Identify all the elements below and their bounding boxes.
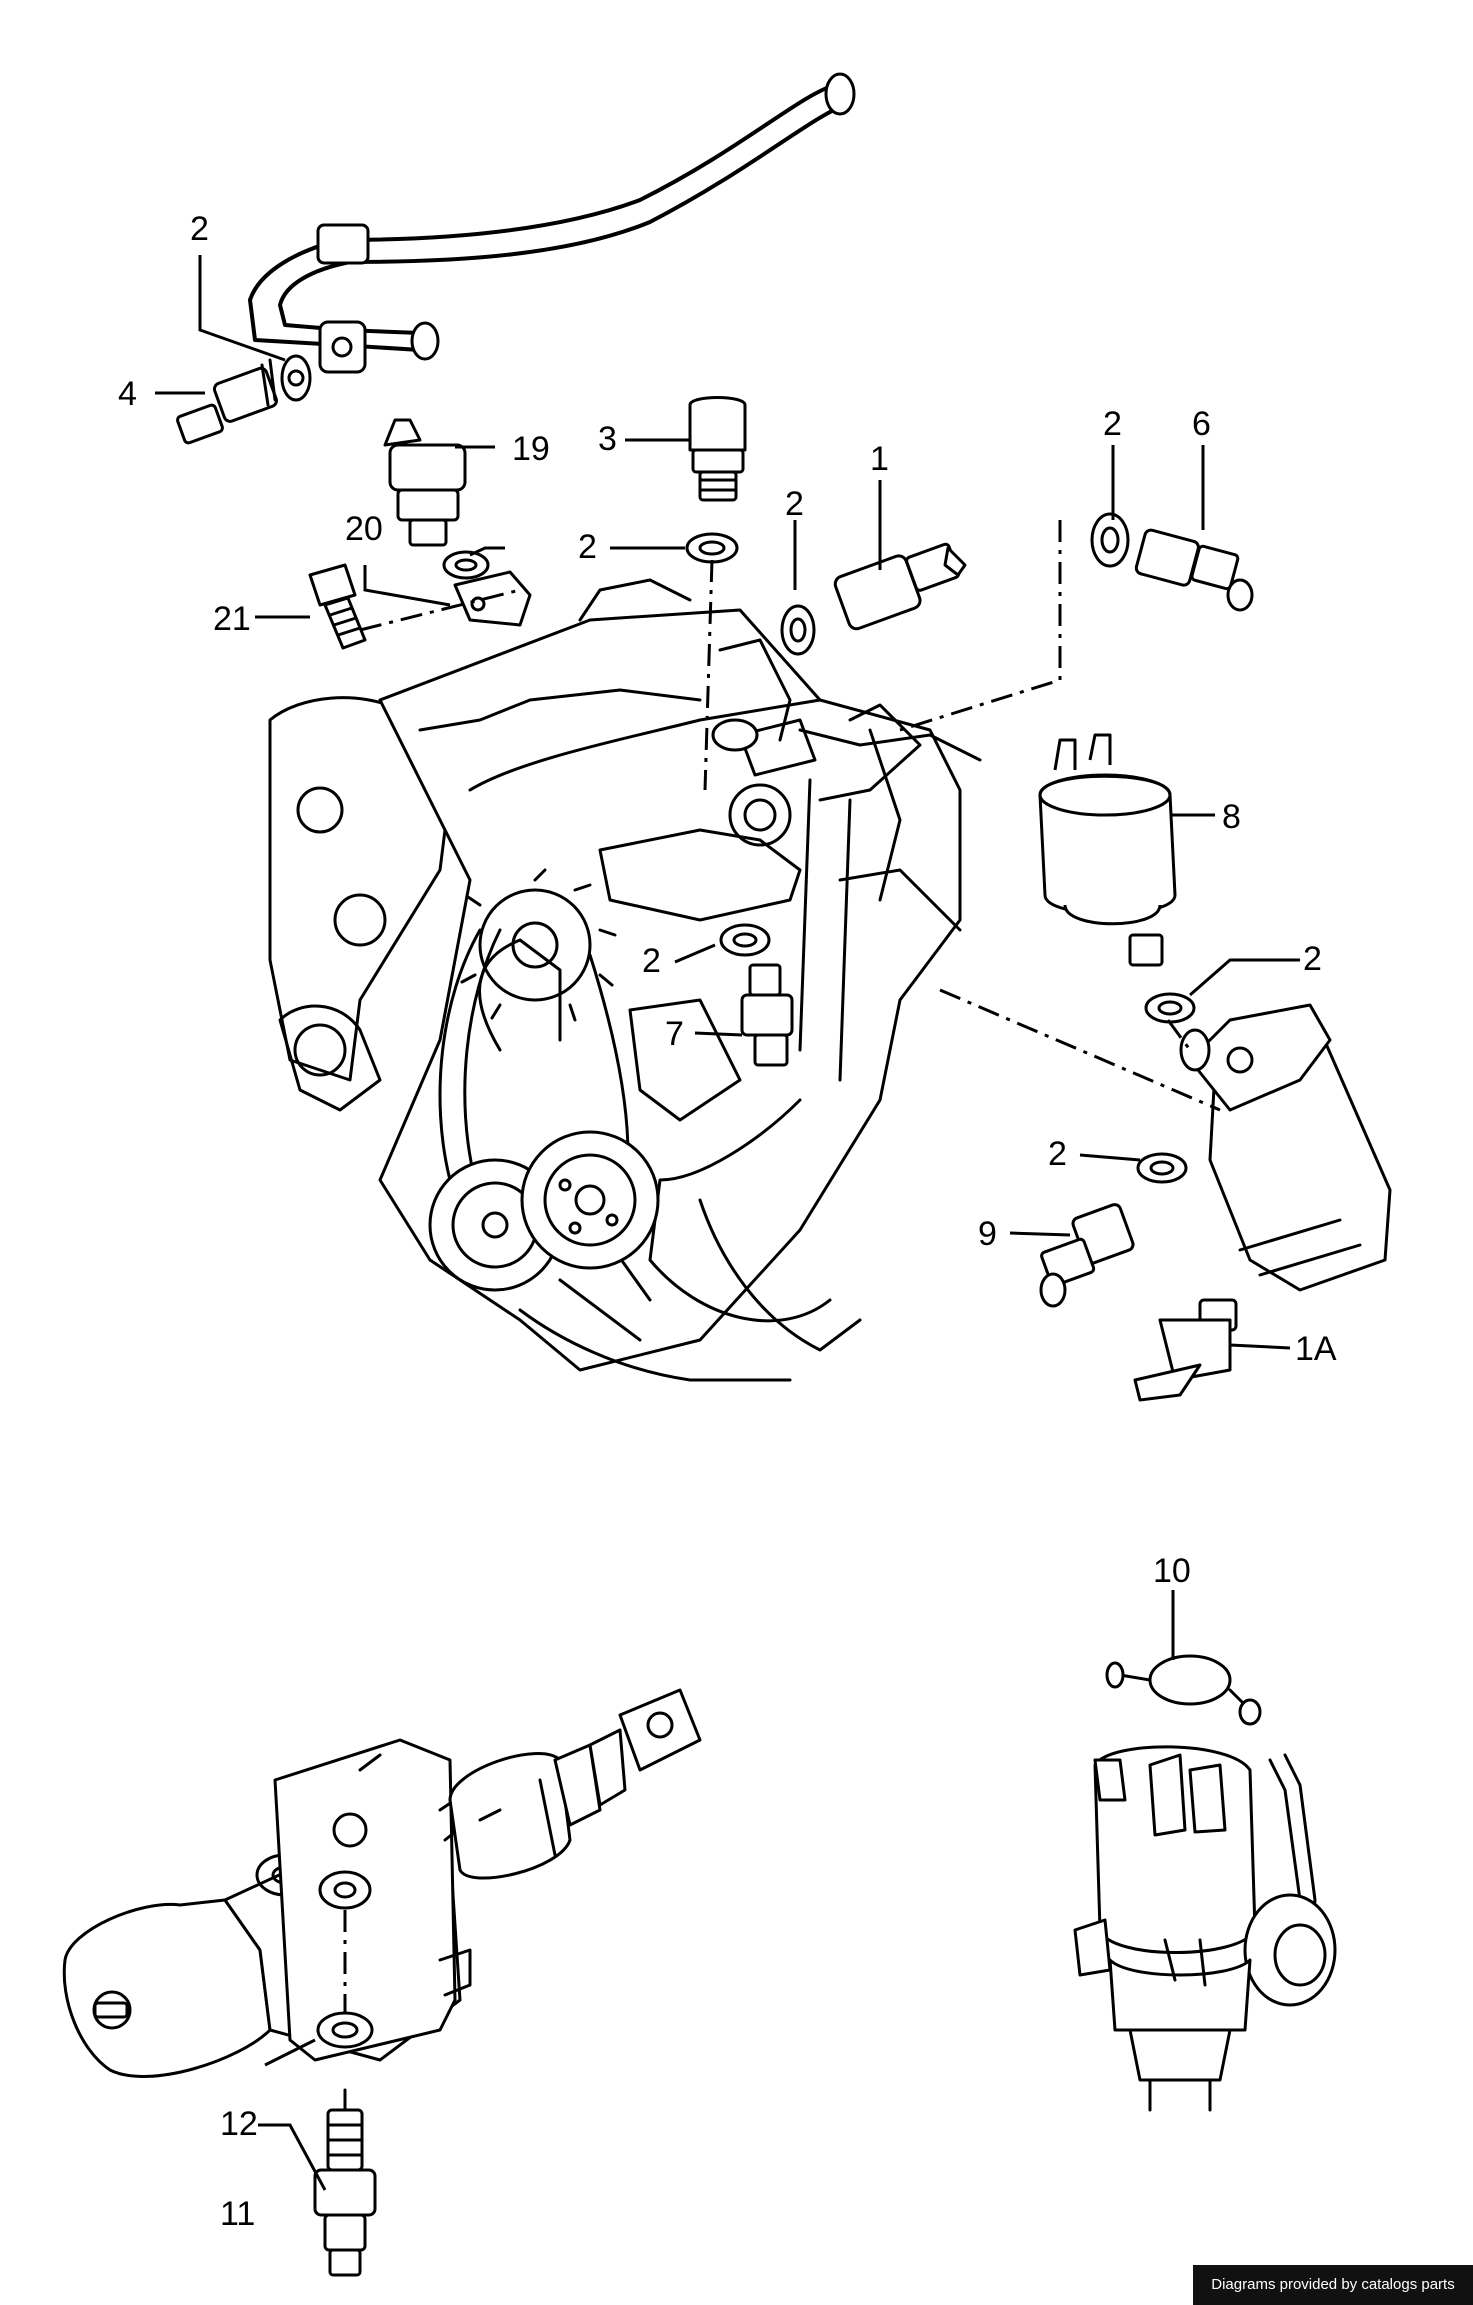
callout-7: 7 [665, 1015, 684, 1053]
part-21-bolt [308, 563, 367, 650]
callout-2-center: 2 [642, 942, 661, 980]
callout-6: 6 [1192, 405, 1211, 443]
callout-9: 9 [978, 1215, 997, 1253]
coolant-pipe [248, 72, 856, 374]
callout-2-mid: 2 [578, 528, 597, 566]
callout-11: 11 [220, 2195, 255, 2233]
part-8-sender [1038, 733, 1177, 967]
align-line-8 [1166, 1019, 1192, 1051]
part-4-sensor [176, 354, 312, 445]
watermark-label: Diagrams provided by catalogs parts [1193, 2265, 1473, 2305]
callout-19: 19 [512, 430, 550, 468]
washer-hole [698, 540, 726, 556]
align-line-3 [703, 559, 714, 791]
part-7-sensor [719, 923, 794, 1067]
callout-20: 20 [345, 510, 383, 548]
align-line-6 [899, 520, 1062, 732]
callout-2-right-mid: 2 [1303, 940, 1322, 978]
callout-2-right-top: 2 [1103, 405, 1122, 443]
callout-10: 10 [1153, 1552, 1191, 1590]
washer-hole [1149, 1160, 1175, 1176]
align-line-21 [359, 588, 521, 632]
part-1a-sensor [1133, 1298, 1238, 1402]
part-6-sensor [1090, 512, 1254, 612]
callout-8: 8 [1222, 798, 1241, 836]
align-line-filter [939, 988, 1221, 1112]
callout-3: 3 [598, 420, 617, 458]
callout-1: 1 [870, 440, 889, 478]
engine-block [268, 578, 982, 1382]
callout-2-right-low: 2 [1048, 1135, 1067, 1173]
part-20-bracket [442, 550, 532, 627]
leader-lines [155, 255, 1300, 2191]
part-1-sensor [780, 542, 967, 656]
part-2-washer-right [1144, 992, 1196, 1024]
part-2-washer [685, 532, 739, 564]
part-12-washer [316, 2011, 374, 2049]
callout-21: 21 [213, 600, 251, 638]
callout-labels: 2 4 19 3 1 2 20 21 2 2 6 8 2 2 7 2 9 1A … [118, 210, 1337, 2233]
part-3-sensor [688, 396, 747, 502]
washer-hole [1157, 1000, 1183, 1016]
callout-12: 12 [220, 2105, 258, 2143]
callout-1a: 1A [1295, 1330, 1337, 1368]
oil-filter [1179, 1003, 1392, 1292]
lower-left-assembly [62, 1688, 702, 2078]
part-2-washer-lower [1136, 1152, 1188, 1184]
part-11-injector [313, 2088, 377, 2277]
part-9-sensor [1039, 1203, 1135, 1308]
callout-4: 4 [118, 375, 137, 413]
part-19-sensor [383, 418, 467, 547]
callout-2-top: 2 [190, 210, 209, 248]
part-10-distributor [1073, 1654, 1337, 2112]
callout-2-upper-mid: 2 [785, 485, 804, 523]
